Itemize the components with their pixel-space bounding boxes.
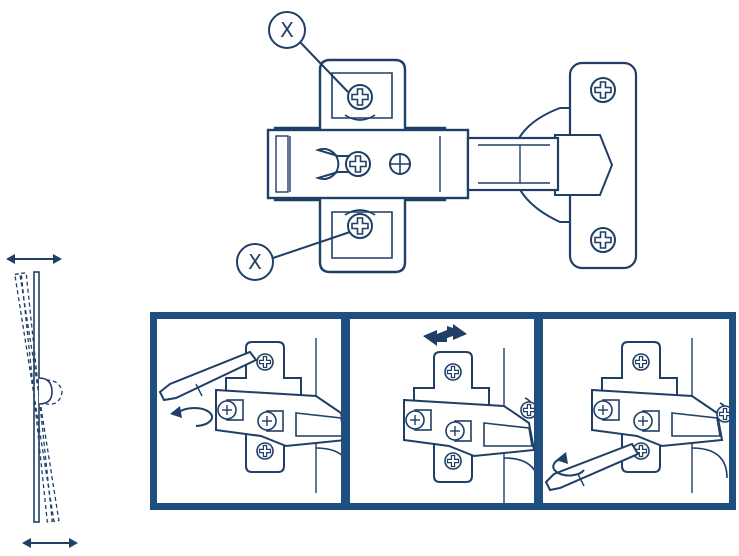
main-hinge-top-view <box>266 58 638 274</box>
callout-top-label: X <box>280 18 294 42</box>
step-panel-2 <box>348 317 536 505</box>
plate-screw-bottom <box>347 213 373 239</box>
wing-screw-bottom <box>590 227 616 253</box>
callout-top: X <box>268 11 349 93</box>
callout-bottom-label: X <box>248 250 262 274</box>
rotate-arrow-icon <box>170 406 214 427</box>
tilt-arrow-top-icon <box>6 254 62 264</box>
arm-screw-adjust <box>345 151 371 177</box>
step-panel-1 <box>155 317 343 505</box>
screwdriver-icon <box>158 350 258 402</box>
wing-screw-top <box>590 77 616 103</box>
screwdriver-icon <box>544 442 640 492</box>
hinge-knuckle <box>554 134 614 196</box>
step-panel-3 <box>541 317 731 505</box>
callout-bottom: X <box>236 231 351 281</box>
plate-screw-top <box>347 84 373 110</box>
door-side-view <box>6 254 78 548</box>
arm-screw-depth <box>389 153 411 175</box>
tilt-arrow-bottom-icon <box>22 538 78 548</box>
slide-arrows-icon <box>423 324 467 346</box>
rotate-arrow-icon <box>552 452 585 477</box>
